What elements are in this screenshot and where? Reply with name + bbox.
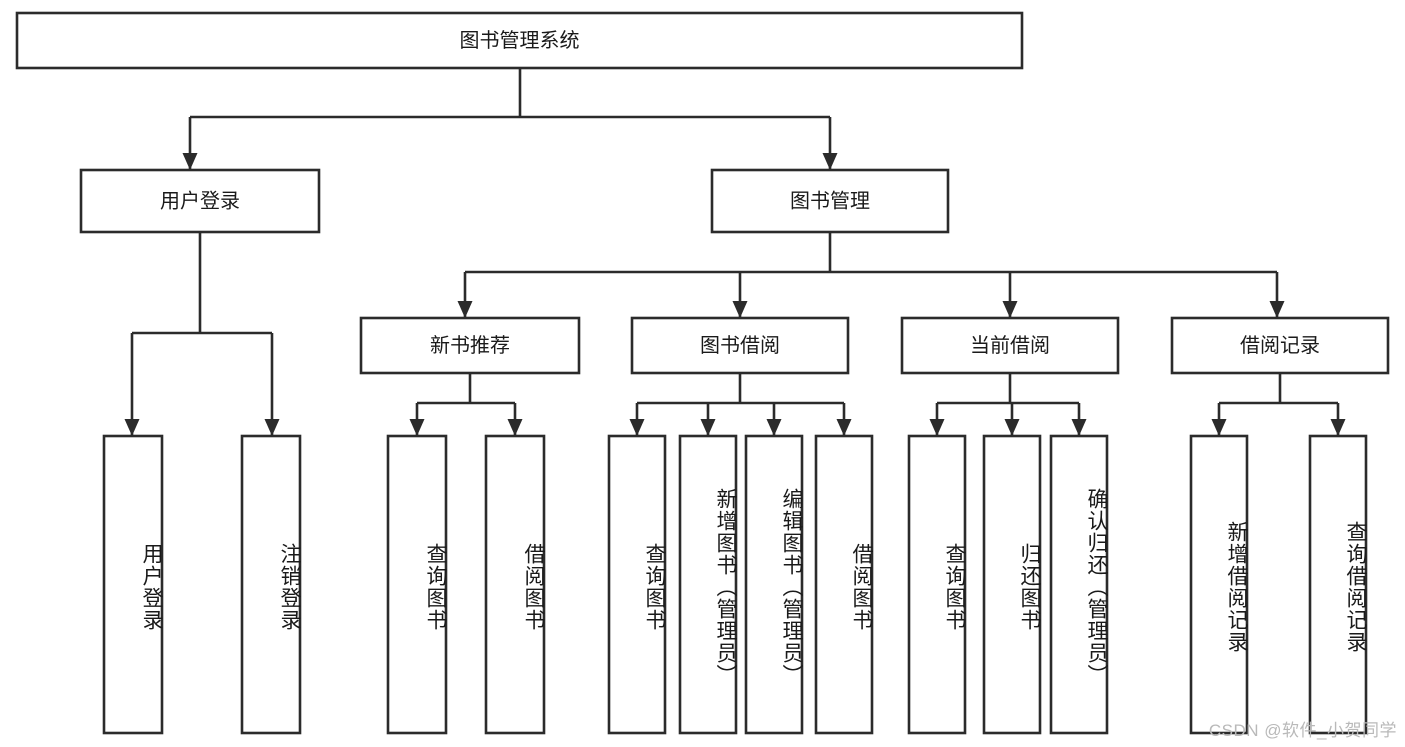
node-box-新书推荐[interactable]	[359, 316, 581, 375]
book-borrow-arrow-icon-2	[766, 419, 782, 436]
node-box-新增借阅记录[interactable]	[1189, 434, 1249, 735]
level2-arrow-icon-1	[822, 153, 838, 170]
node-box-查询图书[interactable]	[607, 434, 667, 735]
node-box-确认归还管理员[interactable]	[1049, 434, 1109, 735]
node-box-编辑图书管理员[interactable]	[744, 434, 804, 735]
book-borrow-arrow-icon-3	[836, 419, 852, 436]
node-box-借阅图书[interactable]	[814, 434, 874, 735]
current-borrow-arrow-icon-2	[1071, 419, 1087, 436]
node-box-借阅记录[interactable]	[1170, 316, 1390, 375]
node-box-查询图书[interactable]	[907, 434, 967, 735]
level2-arrow-icon-0	[182, 153, 198, 170]
node-box-借阅图书[interactable]	[484, 434, 546, 735]
watermark-text: CSDN @软件_小贺同学	[1208, 721, 1397, 740]
node-box-用户登录[interactable]	[79, 168, 321, 234]
node-label-当前借阅: 当前借阅	[970, 334, 1050, 357]
borrow-record-arrow-icon-0	[1211, 419, 1227, 436]
new-book-arrow-icon-1	[507, 419, 523, 436]
node-label-新书推荐: 新书推荐	[430, 334, 510, 357]
borrow-record-arrow-icon-1	[1330, 419, 1346, 436]
node-box-用户登录[interactable]	[102, 434, 164, 735]
node-box-图书管理系统[interactable]	[15, 11, 1024, 70]
node-label-图书借阅: 图书借阅	[700, 334, 780, 357]
current-borrow-arrow-icon-0	[929, 419, 945, 436]
level3-arrow-icon-2	[1002, 301, 1018, 318]
level3-arrow-icon-1	[732, 301, 748, 318]
book-borrow-arrow-icon-1	[700, 419, 716, 436]
node-box-注销登录[interactable]	[240, 434, 302, 735]
current-borrow-arrow-icon-1	[1004, 419, 1020, 436]
node-box-查询图书[interactable]	[386, 434, 448, 735]
node-label-图书管理系统: 图书管理系统	[460, 29, 580, 52]
node-boxes-layer	[15, 11, 1390, 735]
level3-arrow-icon-0	[457, 301, 473, 318]
level3-arrow-icon-3	[1269, 301, 1285, 318]
user-login-arrow-icon-0	[124, 419, 140, 436]
book-borrow-arrow-icon-0	[629, 419, 645, 436]
node-box-图书管理[interactable]	[710, 168, 950, 234]
node-box-新增图书管理员[interactable]	[678, 434, 738, 735]
user-login-arrow-icon-1	[264, 419, 280, 436]
connectors-layer	[124, 68, 1346, 436]
node-box-归还图书[interactable]	[982, 434, 1042, 735]
node-box-图书借阅[interactable]	[630, 316, 850, 375]
node-label-图书管理: 图书管理	[790, 189, 870, 212]
node-label-借阅记录: 借阅记录	[1240, 334, 1320, 357]
node-box-当前借阅[interactable]	[900, 316, 1120, 375]
node-label-用户登录: 用户登录	[160, 189, 240, 212]
node-box-查询借阅记录[interactable]	[1308, 434, 1368, 735]
new-book-arrow-icon-0	[409, 419, 425, 436]
